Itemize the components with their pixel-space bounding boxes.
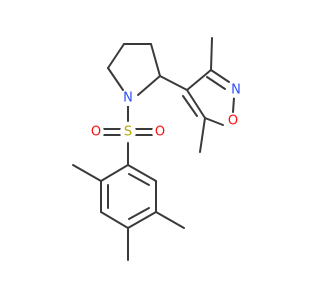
bond-c5-c4-isoxazole-b bbox=[182, 95, 198, 117]
molecule-structure-diagram: N S O O N O bbox=[72, 37, 244, 261]
bond-c4-c3-isoxazole bbox=[186, 69, 212, 91]
bond-c3-c2 bbox=[150, 43, 161, 77]
atom-label-pyrrolidine-n: N bbox=[123, 91, 133, 106]
bond-aryl-c3-c4 bbox=[100, 211, 129, 229]
atom-pyrrolidine-n: N bbox=[120, 90, 136, 106]
sulfonyl-group bbox=[103, 103, 153, 166]
bond-c2-n bbox=[137, 75, 161, 96]
bond-aryl-c4-c5 bbox=[127, 211, 157, 229]
atom-sulfonyl-o-left: O bbox=[88, 124, 104, 140]
atom-label-sulfonyl-o-right: O bbox=[155, 125, 165, 140]
atom-label-sulfonyl-o-left: O bbox=[91, 125, 101, 140]
isoxazole-ring bbox=[182, 37, 235, 153]
bond-c5-c4 bbox=[107, 43, 125, 69]
bond-n-c5 bbox=[107, 67, 124, 91]
bond-aryl-c1-c2 bbox=[100, 164, 129, 182]
bond-o-c5-isoxazole bbox=[204, 117, 224, 126]
bond-aryl-c4-c5-inner bbox=[128, 207, 150, 220]
atom-isoxazole-o: O bbox=[225, 113, 241, 129]
bond-n-o-isoxazole bbox=[232, 97, 235, 113]
atom-isoxazole-n: N bbox=[228, 82, 244, 98]
bond-c3-n-isoxazole-b bbox=[206, 76, 226, 90]
bond-aryl-methyl-5 bbox=[155, 211, 185, 229]
atom-sulfonyl-o-right: O bbox=[152, 124, 168, 140]
atom-label-isoxazole-o: O bbox=[228, 114, 238, 129]
bond-c5-c4-isoxazole-a bbox=[186, 89, 206, 119]
bond-aryl-c6-c1-inner bbox=[128, 173, 150, 186]
bond-c5-methyl bbox=[199, 117, 206, 153]
atom-label-isoxazole-n: N bbox=[231, 83, 241, 98]
benzene-ring bbox=[72, 164, 185, 261]
bond-aryl-methyl-2 bbox=[72, 164, 102, 182]
bond-c3-methyl bbox=[210, 37, 213, 71]
bond-aryl-c6-c1 bbox=[127, 164, 157, 182]
atom-sulfur: S bbox=[120, 124, 136, 140]
bond-pyrrolidine-isoxazole bbox=[159, 75, 188, 91]
pyrrolidine-ring bbox=[107, 43, 161, 96]
bond-c3-n-isoxazole-a bbox=[210, 69, 230, 83]
atom-label-sulfur: S bbox=[124, 125, 132, 140]
